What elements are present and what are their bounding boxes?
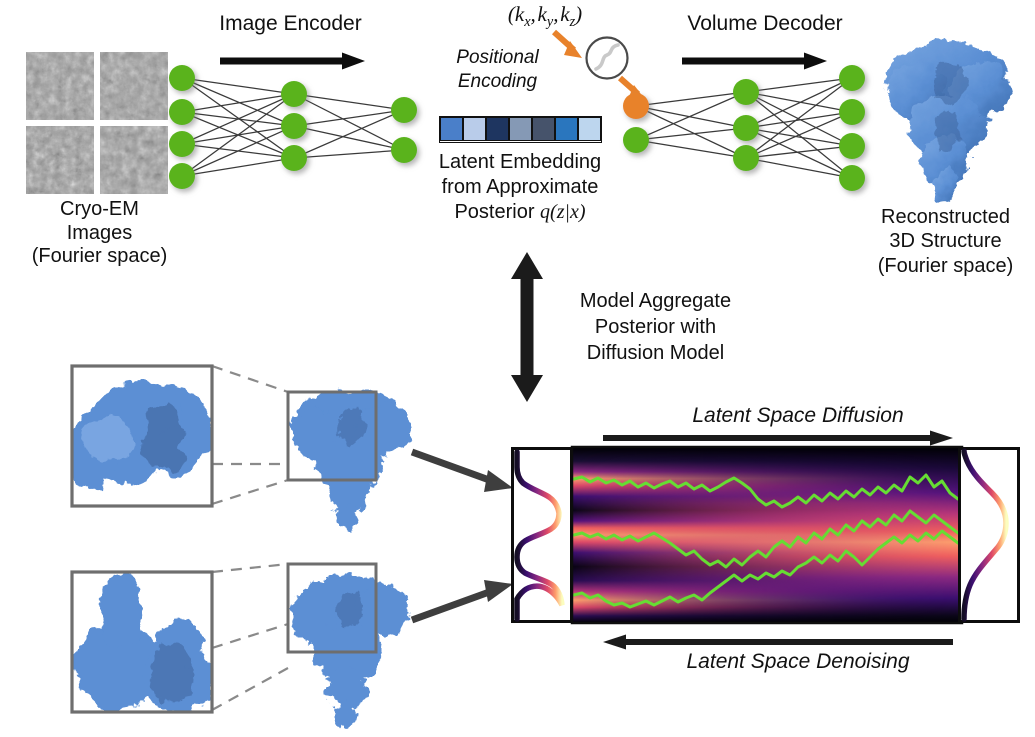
structure-to-diffusion-arrow-top xyxy=(410,448,515,500)
caption-line: Encoding xyxy=(457,70,538,92)
latent-space-diffusion-arrow xyxy=(603,430,953,446)
cryoem-input-caption: Cryo-EM Images (Fourier space) xyxy=(2,198,197,269)
image-encoder-label: Image Encoder xyxy=(219,12,362,35)
zoom-inset-box xyxy=(70,364,214,508)
caption-text: Posterior xyxy=(454,201,541,223)
caption-line: 3D Structure xyxy=(889,230,1002,253)
latent-swatch xyxy=(555,117,578,141)
comma: , xyxy=(553,2,559,26)
encoder-nodes xyxy=(169,65,417,189)
latent-embedding-caption: Latent Embedding from Approximate Poster… xyxy=(405,150,635,225)
decoder-edges xyxy=(635,77,853,179)
encoder-edges xyxy=(181,77,405,177)
image-encoder-arrow xyxy=(218,52,366,70)
caption-line: Posterior with xyxy=(594,316,717,338)
aggregate-posterior-double-arrow xyxy=(510,252,544,402)
aggregate-posterior-density xyxy=(511,447,573,623)
latent-space-denoising-label: Latent Space Denoising xyxy=(686,650,910,673)
caption-line: (Fourier space) xyxy=(877,254,1014,277)
micrograph-tile xyxy=(100,52,168,120)
ky-subscript: y xyxy=(546,14,554,31)
volume-decoder-arrow xyxy=(680,52,828,70)
trajectory-1 xyxy=(572,473,960,509)
decoder-nodes xyxy=(623,65,865,191)
caption-line: Positional xyxy=(456,47,539,68)
latent-space-diffusion-label: Latent Space Diffusion xyxy=(692,404,904,427)
caption-line: from Approximate xyxy=(441,176,599,198)
micrograph-tile xyxy=(26,52,94,120)
selection-box xyxy=(286,390,378,482)
kz-subscript: z xyxy=(569,14,576,31)
prior-gaussian-density xyxy=(958,447,1020,623)
latent-swatch xyxy=(509,117,532,141)
caption-line: (Fourier space) xyxy=(31,245,168,268)
posterior-math: q(z|x) xyxy=(540,201,586,223)
decoder-node-orange xyxy=(623,93,649,119)
comma: , xyxy=(530,2,536,26)
encoder-network xyxy=(164,58,424,193)
selection-box xyxy=(286,562,378,654)
micrograph-tile xyxy=(100,126,168,194)
caption-line: Posterior q(z|x) xyxy=(405,200,635,225)
positional-encoding-label: Positional Encoding xyxy=(445,46,550,94)
orange-arrow-in xyxy=(551,29,582,58)
inset-connector-lines xyxy=(211,364,289,506)
caption-line: Images xyxy=(66,221,133,244)
zoom-inset-box xyxy=(70,570,214,714)
caption-line: Reconstructed xyxy=(881,206,1010,228)
trajectory-3 xyxy=(572,529,960,609)
decoder-network xyxy=(614,60,874,200)
kx-symbol: k xyxy=(514,2,525,26)
structure-row-open-state xyxy=(60,352,480,532)
caption-line: Cryo-EM xyxy=(60,198,139,220)
paren-close: ) xyxy=(575,2,583,26)
latent-swatch xyxy=(463,117,486,141)
spike-protein-volume xyxy=(292,390,410,529)
latent-space-denoising-arrow xyxy=(603,634,953,650)
cryoem-image-grid xyxy=(26,52,168,194)
paren-open: ( xyxy=(507,2,515,26)
reconstructed-structure-volume xyxy=(872,30,1022,205)
magnified-volume xyxy=(74,574,212,712)
kx-subscript: x xyxy=(524,14,531,31)
caption-line: Diffusion Model xyxy=(586,342,725,364)
latent-swatch xyxy=(578,117,601,141)
ky-symbol: k xyxy=(537,2,547,26)
caption-line: Latent Embedding xyxy=(438,151,602,173)
micrograph-tile xyxy=(26,126,94,194)
kz-symbol: k xyxy=(560,2,570,26)
latent-trajectories xyxy=(572,473,960,609)
positional-encoding-group xyxy=(548,28,668,128)
frequency-coordinates-label: (kx, ky, kz) xyxy=(475,2,615,31)
sine-wave-circle-icon xyxy=(585,36,629,80)
trajectory-2 xyxy=(572,509,960,569)
magnified-volume xyxy=(72,384,212,488)
latent-embedding-swatches xyxy=(439,116,602,143)
aggregate-posterior-label: Model Aggregate Posterior with Diffusion… xyxy=(548,288,763,366)
caption-line: Model Aggregate xyxy=(579,290,732,312)
inset-connector-lines xyxy=(211,562,289,711)
structure-row-closed-state xyxy=(60,548,480,730)
latent-diffusion-heatmap xyxy=(570,445,964,625)
latent-swatch xyxy=(486,117,509,141)
volume-decoder-label: Volume Decoder xyxy=(687,12,843,35)
structure-to-diffusion-arrow-bottom xyxy=(410,572,515,624)
latent-swatch xyxy=(440,117,463,141)
reconstructed-structure-caption: Reconstructed 3D Structure (Fourier spac… xyxy=(848,205,1035,278)
latent-swatch xyxy=(532,117,555,141)
